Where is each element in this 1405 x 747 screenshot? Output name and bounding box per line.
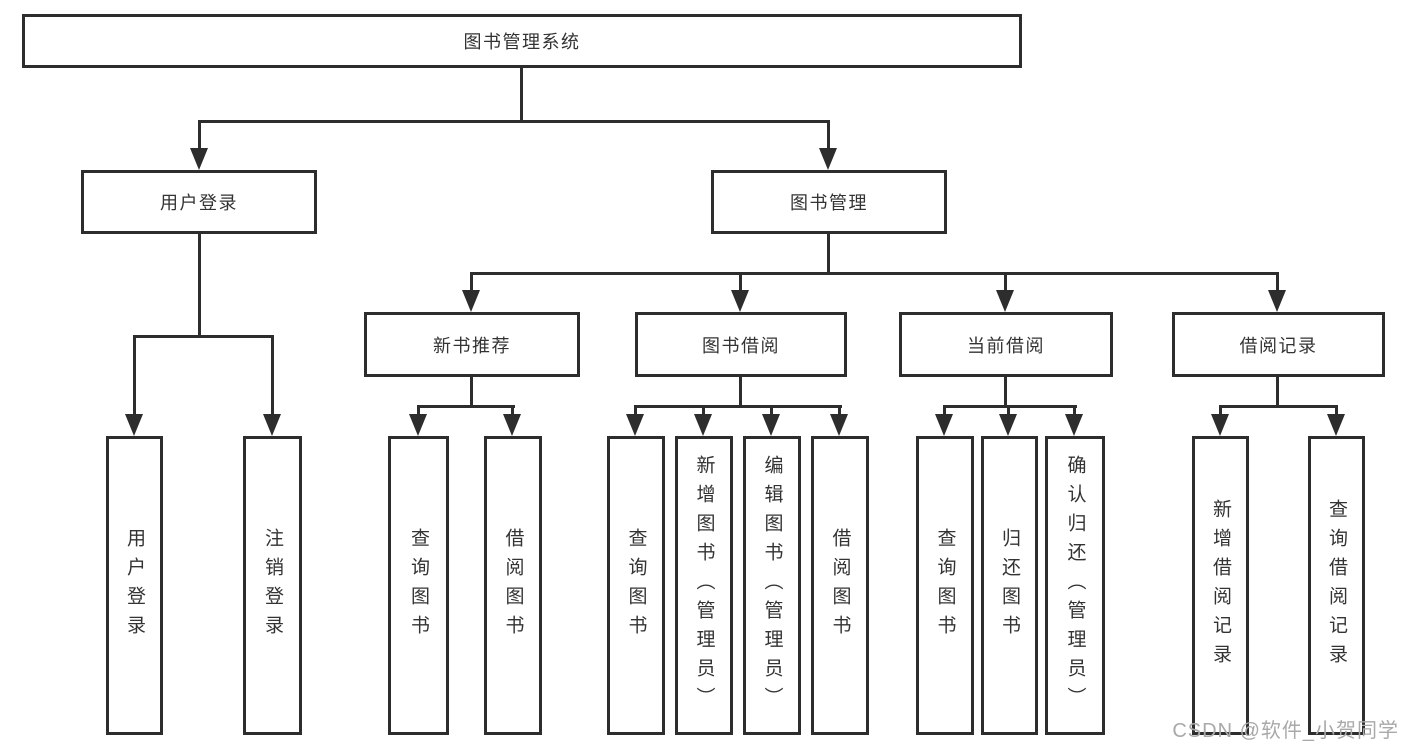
node-return-books: 归还图书 — [981, 436, 1038, 735]
node-borrow-books-recommend: 借阅图书 — [484, 436, 542, 735]
node-add-borrow-record: 新增借阅记录 — [1192, 436, 1249, 735]
connector-line — [198, 120, 830, 123]
connector-line — [198, 234, 201, 335]
node-borrowing-records: 借阅记录 — [1172, 312, 1385, 377]
node-query-books-borrowing: 查询图书 — [607, 436, 665, 735]
node-label: 编辑图书（管理员） — [761, 455, 783, 716]
node-label: 借阅图书 — [829, 527, 851, 644]
node-borrow-books: 借阅图书 — [811, 436, 869, 735]
node-user-login-leaf: 用户登录 — [106, 436, 163, 735]
arrowhead-down-icon — [694, 414, 712, 436]
connector-line — [417, 405, 515, 408]
node-library-system: 图书管理系统 — [22, 14, 1022, 68]
node-label: 借阅图书 — [502, 527, 524, 644]
connector-line — [1004, 377, 1007, 405]
connector-line — [470, 272, 473, 292]
arrowhead-down-icon — [1065, 414, 1083, 436]
connector-line — [1276, 377, 1279, 405]
node-label: 用户登录 — [160, 193, 238, 213]
arrowhead-down-icon — [409, 414, 427, 436]
arrowhead-down-icon — [999, 414, 1017, 436]
arrowhead-down-icon — [626, 414, 644, 436]
arrowhead-down-icon — [731, 290, 749, 312]
arrowhead-down-icon — [762, 414, 780, 436]
node-label: 图书管理 — [790, 193, 868, 213]
connector-line — [1219, 405, 1222, 417]
node-label: 新增图书（管理员） — [693, 455, 715, 716]
node-logout: 注销登录 — [243, 436, 302, 735]
connector-line — [417, 405, 420, 417]
connector-line — [770, 405, 773, 417]
connector-line — [1073, 405, 1076, 417]
connector-line — [702, 405, 705, 417]
connector-line — [520, 68, 523, 120]
arrowhead-down-icon — [1211, 414, 1229, 436]
node-label: 新书推荐 — [433, 335, 511, 356]
arrowhead-down-icon — [1327, 414, 1345, 436]
node-label: 借阅记录 — [1239, 335, 1318, 356]
arrowhead-down-icon — [996, 290, 1014, 312]
connector-line — [635, 405, 842, 408]
connector-line — [471, 272, 1279, 275]
node-new-book-recommendation: 新书推荐 — [364, 312, 580, 377]
connector-line — [1007, 405, 1010, 417]
connector-line — [470, 377, 473, 405]
connector-line — [133, 335, 136, 416]
arrowhead-down-icon — [263, 414, 281, 436]
node-label: 归还图书 — [999, 527, 1020, 644]
arrowhead-down-icon — [1268, 290, 1286, 312]
node-label: 新增借阅记录 — [1210, 498, 1231, 673]
arrowhead-down-icon — [819, 148, 837, 170]
node-label: 当前借阅 — [967, 335, 1045, 356]
arrowhead-down-icon — [503, 414, 521, 436]
connector-line — [133, 335, 274, 338]
connector-line — [944, 405, 1077, 408]
connector-line — [1219, 405, 1338, 408]
node-label: 确认归还（管理员） — [1064, 455, 1086, 716]
connector-line — [739, 377, 742, 405]
connector-line — [739, 272, 742, 292]
arrowhead-down-icon — [830, 414, 848, 436]
connector-line — [827, 234, 830, 272]
connector-line — [511, 405, 514, 417]
connector-line — [943, 405, 946, 417]
node-user-login: 用户登录 — [81, 170, 317, 234]
connector-line — [838, 405, 841, 417]
node-add-book-admin: 新增图书（管理员） — [675, 436, 733, 735]
node-book-borrowing: 图书借阅 — [635, 312, 847, 377]
arrowhead-down-icon — [935, 414, 953, 436]
node-book-management: 图书管理 — [711, 170, 947, 234]
node-query-borrow-record: 查询借阅记录 — [1308, 436, 1365, 735]
node-label: 图书借阅 — [702, 335, 780, 356]
connector-line — [634, 405, 637, 417]
csdn-watermark: CSDN @软件_小贺同学 — [1172, 720, 1399, 742]
node-current-borrowing: 当前借阅 — [899, 312, 1113, 377]
node-confirm-return-admin: 确认归还（管理员） — [1045, 436, 1105, 735]
arrowhead-down-icon — [125, 414, 143, 436]
node-query-books-current: 查询图书 — [916, 436, 974, 735]
node-label: 查询借阅记录 — [1326, 498, 1347, 673]
node-label: 查询图书 — [408, 527, 429, 644]
node-label: 图书管理系统 — [463, 32, 581, 52]
node-label: 查询图书 — [934, 527, 956, 644]
connector-line — [1335, 405, 1338, 417]
connector-line — [1276, 272, 1279, 292]
connector-line — [271, 335, 274, 416]
node-edit-book-admin: 编辑图书（管理员） — [743, 436, 801, 735]
node-query-books-recommend: 查询图书 — [388, 436, 449, 735]
node-label: 注销登录 — [262, 527, 283, 644]
connector-line — [198, 120, 201, 152]
connector-line — [1004, 272, 1007, 292]
arrowhead-down-icon — [190, 148, 208, 170]
node-label: 用户登录 — [124, 527, 145, 644]
node-label: 查询图书 — [625, 527, 647, 644]
connector-line — [827, 120, 830, 152]
arrowhead-down-icon — [462, 290, 480, 312]
